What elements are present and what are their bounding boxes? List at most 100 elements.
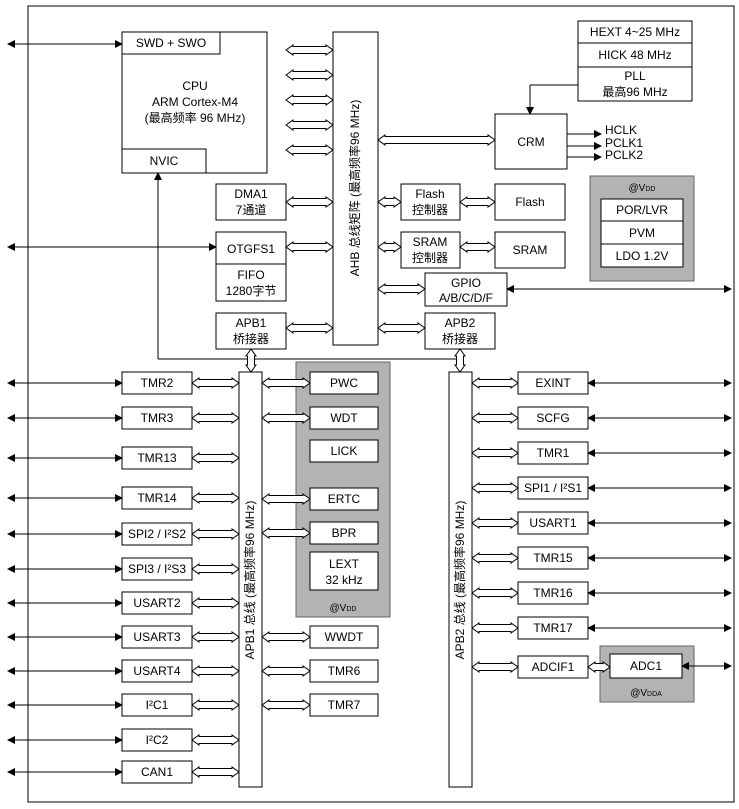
peripheral-i2c2: I²C2	[121, 728, 193, 752]
peripheral-tmr6: TMR6	[309, 659, 379, 683]
peripheral-tmr17: TMR17	[517, 616, 589, 640]
sram-controller: SRAM 控制器	[400, 231, 461, 269]
por-lvr-label: POR/LVR	[616, 203, 668, 217]
svg-text:SRAM: SRAM	[413, 235, 448, 249]
svg-text:1280字节: 1280字节	[226, 283, 277, 298]
peripheral-can1: CAN1	[121, 760, 193, 784]
peripheral-i2c1: I²C1	[121, 693, 193, 717]
svg-text:7通道: 7通道	[236, 203, 267, 217]
cpu-title: CPU	[182, 79, 207, 93]
peripheral-tmr15: TMR15	[517, 546, 589, 570]
fifo-box	[215, 263, 287, 302]
lext-freq: 32 kHz	[325, 573, 362, 587]
cpu-core: ARM Cortex-M4	[152, 95, 238, 109]
pll-box	[577, 66, 693, 102]
apb1-link-tmr3	[191, 412, 240, 424]
svg-text:ADC1: ADC1	[630, 659, 662, 673]
apb1-link-tmr14	[191, 492, 240, 504]
apb1-bridge-bus-link	[245, 348, 257, 373]
apb1-link-spi2-i2s2	[191, 528, 240, 540]
peripheral-tmr15-label: TMR15	[533, 551, 573, 565]
apb2-link-exint	[471, 377, 519, 389]
peripheral-can1-label: CAN1	[141, 765, 173, 779]
apb1-bridge: APB1 桥接器	[215, 312, 287, 350]
flash-controller: Flash 控制器	[400, 183, 461, 221]
apb2-link-tmr16	[471, 587, 519, 599]
peripheral-pwc: PWC	[309, 371, 379, 395]
apb1-link-i2c1	[191, 699, 240, 711]
peripheral-wwdt: WWDT	[309, 625, 379, 649]
pclk1-label: PCLK1	[605, 136, 643, 150]
peripheral-wdt: WDT	[309, 406, 379, 430]
peripheral-ertc-label: ERTC	[328, 492, 361, 506]
peripheral-spi3-i2s3-label: SPI3 / I²S3	[128, 562, 186, 576]
svg-text:OTGFS1: OTGFS1	[227, 242, 275, 256]
flash-memory: Flash	[494, 183, 566, 221]
svg-text:控制器: 控制器	[412, 203, 448, 217]
clock-section: HEXT 4~25 MHz HICK 48 MHz PLL 最高96 MHz C…	[494, 20, 693, 170]
svg-text:SRAM: SRAM	[513, 243, 548, 257]
apb2-bus: APB2 总线 (最高频率96 MHz)	[448, 371, 473, 788]
ahb-apb2-bridge-link	[377, 322, 426, 334]
peripheral-lick-label: LICK	[331, 444, 358, 458]
cpu-freq: (最高频率 96 MHz)	[145, 110, 246, 125]
cpu-ahb-link-4	[285, 144, 334, 156]
nvic-label: NVIC	[150, 154, 179, 168]
peripheral-tmr14: TMR14	[121, 486, 193, 510]
hick-box	[577, 42, 693, 68]
pclk2-label: PCLK2	[605, 148, 643, 162]
apb1-link-usart4	[191, 665, 240, 677]
peripheral-ertc: ERTC	[309, 487, 379, 511]
chip-border	[27, 5, 735, 803]
cpu-ahb-link-3	[285, 119, 334, 131]
nvic-box	[121, 148, 207, 174]
peripheral-tmr1-label: TMR1	[537, 446, 570, 460]
peripheral-usart2: USART2	[121, 591, 193, 615]
ahb-crm-link	[377, 134, 496, 146]
ahb-matrix: AHB 总线矩阵 (最高频率96 MHz)	[332, 31, 379, 346]
peripheral-spi1-i2s1-label: SPI1 / I²S1	[524, 481, 582, 495]
ahb-sram-ctrl-link	[377, 241, 402, 253]
svg-text:Flash: Flash	[415, 187, 444, 201]
power-section: @VDD POR/LVR PVM LDO 1.2V	[600, 183, 684, 268]
peripheral-spi2-i2s2: SPI2 / I²S2	[121, 522, 193, 546]
peripheral-usart1-label: USART1	[529, 516, 576, 530]
lext-label: LEXT	[329, 557, 360, 571]
dma-ahb-link	[285, 196, 334, 208]
svg-text:@VDD: @VDD	[330, 603, 357, 614]
svg-text:FIFO: FIFO	[237, 268, 264, 282]
peripheral-wdt-label: WDT	[330, 411, 358, 425]
peripheral-lick: LICK	[309, 439, 379, 463]
peripheral-lext: LEXT 32 kHz	[309, 551, 379, 591]
svg-text:桥接器: 桥接器	[442, 331, 478, 346]
apb2-link-tmr15	[471, 552, 519, 564]
peripheral-bpr-label: BPR	[332, 526, 357, 540]
adc1-block: ADC1 @VDDA	[609, 653, 683, 699]
ldo-box	[600, 243, 684, 268]
peripheral-exint: EXINT	[517, 371, 589, 395]
peripheral-usart3: USART3	[121, 625, 193, 649]
peripheral-tmr13: TMR13	[121, 446, 193, 470]
peripheral-usart2-label: USART2	[133, 596, 180, 610]
gpio-block: GPIO A/B/C/D/F	[424, 272, 508, 307]
peripheral-exint-label: EXINT	[535, 376, 571, 390]
apb1-bus: APB1 总线 (最高频率96 MHz)	[238, 371, 263, 788]
pvm-label: PVM	[629, 226, 655, 240]
svg-text:A/B/C/D/F: A/B/C/D/F	[439, 291, 493, 305]
svg-text:Flash: Flash	[515, 195, 544, 209]
apb1-link-usart2	[191, 597, 240, 609]
apb2-link-tmr1	[471, 447, 519, 459]
crm-label: CRM	[517, 135, 544, 149]
svg-text:控制器: 控制器	[412, 251, 448, 265]
apb1-link-tmr2	[191, 377, 240, 389]
peripheral-usart4-label: USART4	[133, 664, 180, 678]
hick-label: HICK 48 MHz	[598, 48, 671, 62]
peripheral-tmr7-label: TMR7	[328, 698, 361, 712]
ahb-gpio-link	[377, 283, 426, 295]
hext-label: HEXT 4~25 MHz	[590, 25, 680, 39]
peripheral-tmr6-label: TMR6	[328, 664, 361, 678]
